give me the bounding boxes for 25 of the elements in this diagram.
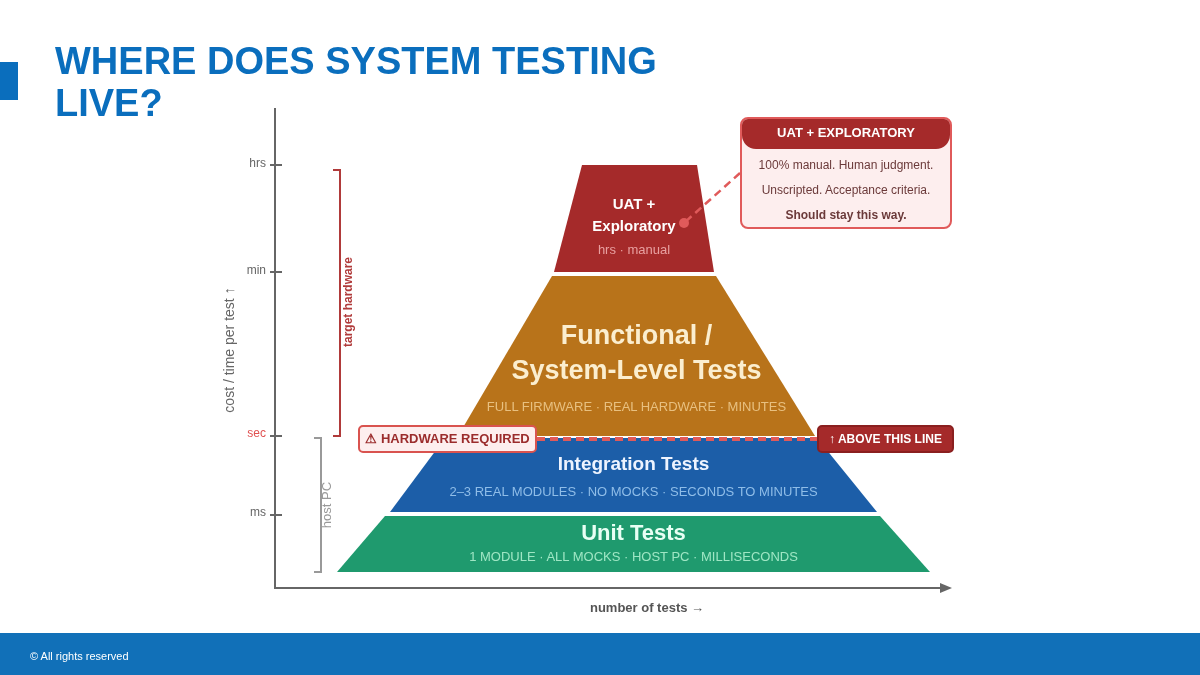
tier-subtitle: FULL FIRMWARE · REAL HARDWARE · MINUTES	[486, 399, 787, 415]
tick-label: ms	[250, 505, 266, 519]
tick-label: min	[246, 263, 266, 277]
note-badge: ↑ ABOVE THIS LINE	[817, 425, 954, 453]
callout-card	[740, 117, 952, 229]
tier-title: Functional / System-Level Tests	[510, 319, 763, 388]
tier-title: UAT + Exploratory	[591, 194, 677, 236]
callout-header: UAT + EXPLORATORY	[742, 119, 950, 149]
axis-title: number of tests →	[589, 599, 705, 615]
warning-badge: ⚠ HARDWARE REQUIRED	[358, 425, 537, 453]
axis-title: cost / time per test ↑	[221, 287, 237, 413]
tier-subtitle: hrs · manual	[597, 242, 671, 258]
tier-title: Unit Tests	[581, 520, 686, 547]
slide-title: WHERE DOES SYSTEM TESTING LIVE?	[55, 40, 658, 124]
tick-label: sec	[247, 426, 266, 440]
bracket-label: target hardware	[341, 257, 355, 347]
copyright-text: © All rights reserved	[30, 650, 129, 662]
tier-title: Integration Tests	[557, 453, 710, 476]
callout-text: 100% manual. Human judgment. Unscripted. Acceptance criteria. Should stay this way.	[757, 157, 935, 224]
tick-label: hrs	[249, 156, 266, 170]
tier-subtitle: 1 MODULE · ALL MOCKS · HOST PC · MILLISECONDS	[469, 549, 798, 565]
tier-subtitle: 2–3 REAL MODULES · NO MOCKS · SECONDS TO MINUTES	[449, 484, 818, 500]
bracket-label: host PC	[318, 481, 334, 529]
leader-line	[679, 172, 741, 228]
divider-line	[537, 437, 817, 441]
